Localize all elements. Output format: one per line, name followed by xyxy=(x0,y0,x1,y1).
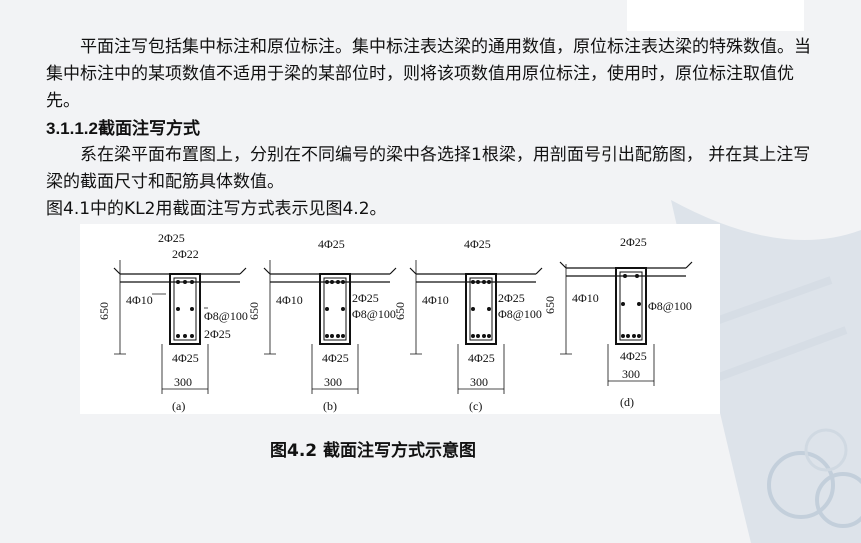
section-figure: 2Φ25 2Φ22 4Φ10 Φ8@100 2Φ25 4Φ25 650 300 … xyxy=(80,224,720,414)
a-bottom: 4Φ25 xyxy=(172,351,199,365)
a-height: 650 xyxy=(97,302,111,320)
c-width: 300 xyxy=(470,375,488,389)
body-text: 平面注写包括集中标注和原位标注。集中标注表达梁的通用数值，原位标注表达梁的特殊数… xyxy=(46,34,826,223)
a-label: (a) xyxy=(172,399,185,413)
d-height: 650 xyxy=(543,296,557,314)
a-width: 300 xyxy=(174,375,192,389)
c-height: 650 xyxy=(393,302,407,320)
a-stirrup: Φ8@100 xyxy=(204,309,248,323)
a-top2: 2Φ22 xyxy=(172,247,199,261)
c-stirrup: Φ8@100 xyxy=(498,307,542,321)
section-d-rebars xyxy=(621,274,641,338)
d-stirrup: Φ8@100 xyxy=(648,299,692,313)
section-a xyxy=(113,260,247,394)
c-side: 4Φ10 xyxy=(422,293,449,307)
c-label: (c) xyxy=(469,399,482,413)
a-mid: 2Φ25 xyxy=(204,327,231,341)
d-label: (d) xyxy=(620,395,634,409)
section-c xyxy=(409,260,543,394)
b-stirrup: Φ8@100 xyxy=(352,307,396,321)
d-side: 4Φ10 xyxy=(572,291,599,305)
section-a-rebars xyxy=(176,280,194,338)
b-bottom: 4Φ25 xyxy=(322,351,349,365)
a-top1: 2Φ25 xyxy=(158,231,185,245)
section-heading: 3.1.1.2截面注写方式 xyxy=(46,119,200,138)
b-side: 4Φ10 xyxy=(276,293,303,307)
b-width: 300 xyxy=(324,375,342,389)
a-side: 4Φ10 xyxy=(126,293,153,307)
figure-caption: 图4.2 截面注写方式示意图 xyxy=(270,441,477,461)
b-top1: 4Φ25 xyxy=(318,237,345,251)
c-mid: 2Φ25 xyxy=(498,291,525,305)
c-bottom: 4Φ25 xyxy=(468,351,495,365)
section-b-rebars xyxy=(325,280,345,338)
b-height: 650 xyxy=(247,302,261,320)
d-bottom: 4Φ25 xyxy=(620,349,647,363)
b-mid: 2Φ25 xyxy=(352,291,379,305)
d-width: 300 xyxy=(622,367,640,381)
d-top1: 2Φ25 xyxy=(620,235,647,249)
paragraph-1: 平面注写包括集中标注和原位标注。集中标注表达梁的通用数值，原位标注表达梁的特殊数… xyxy=(46,37,811,111)
paragraph-3: 图4.1中的KL2用截面注写方式表示见图4.2。 xyxy=(46,199,387,219)
section-c-rebars xyxy=(471,280,491,338)
b-label: (b) xyxy=(323,399,337,413)
section-b xyxy=(263,260,397,394)
paragraph-2: 系在梁平面布置图上，分别在不同编号的梁中各选择1根梁，用剖面号引出配筋图， 并在… xyxy=(46,145,811,192)
corner-box xyxy=(627,0,804,31)
c-top1: 4Φ25 xyxy=(464,237,491,251)
